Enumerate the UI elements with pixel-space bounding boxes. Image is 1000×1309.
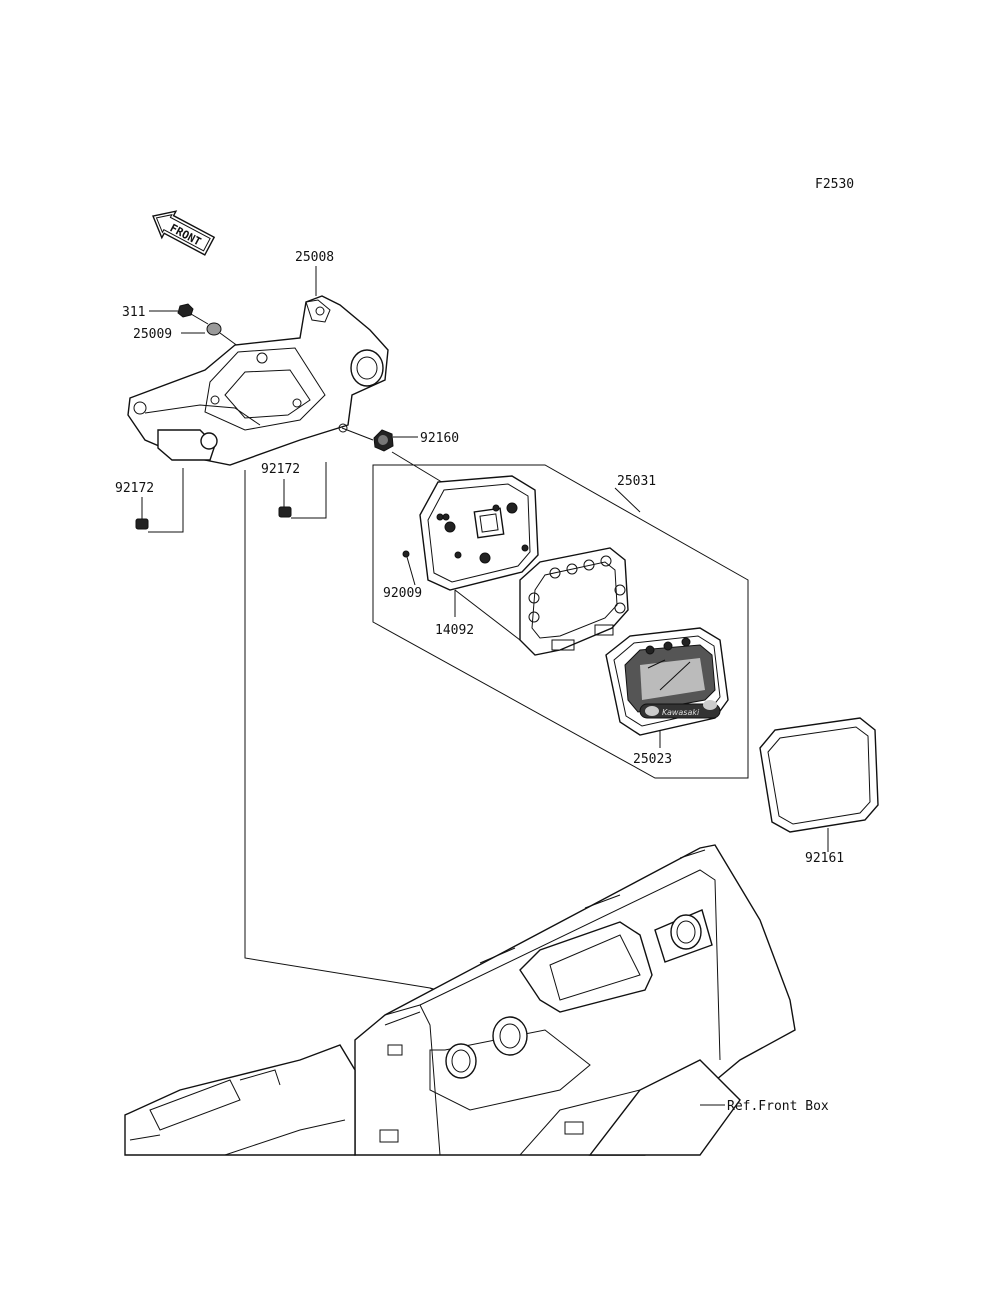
label-92160: 92160 (420, 431, 459, 446)
front-box-reference (124, 844, 796, 1156)
label-92009: 92009 (383, 586, 422, 601)
part-92161-gasket (759, 717, 879, 852)
label-92172-center: 92172 (261, 462, 300, 477)
label-ref-front-box: Ref.Front Box (727, 1099, 829, 1114)
part-25008-bracket (127, 295, 389, 466)
label-25008: 25008 (295, 250, 334, 265)
part-311-nut (149, 303, 209, 325)
label-25031: 25031 (617, 474, 656, 489)
label-311: 311 (122, 305, 145, 320)
label-25023: 25023 (633, 752, 672, 767)
part-92009-screw (402, 550, 416, 586)
part-92172-bolt-center (278, 462, 327, 519)
label-14092: 14092 (435, 623, 474, 638)
kawasaki-logo: Kawasaki (662, 708, 700, 717)
figure-code: F2530 (815, 177, 854, 192)
part-inner-frame (519, 547, 629, 656)
label-92172-left: 92172 (115, 481, 154, 496)
part-25023-meter: Kawasaki (605, 627, 729, 736)
part-14092-case (419, 475, 539, 591)
part-92160-grommet (373, 429, 418, 452)
part-92172-bolt-left (135, 468, 184, 533)
front-arrow-icon: FRONT (152, 210, 216, 256)
label-92161: 92161 (805, 851, 844, 866)
label-25009: 25009 (133, 327, 172, 342)
